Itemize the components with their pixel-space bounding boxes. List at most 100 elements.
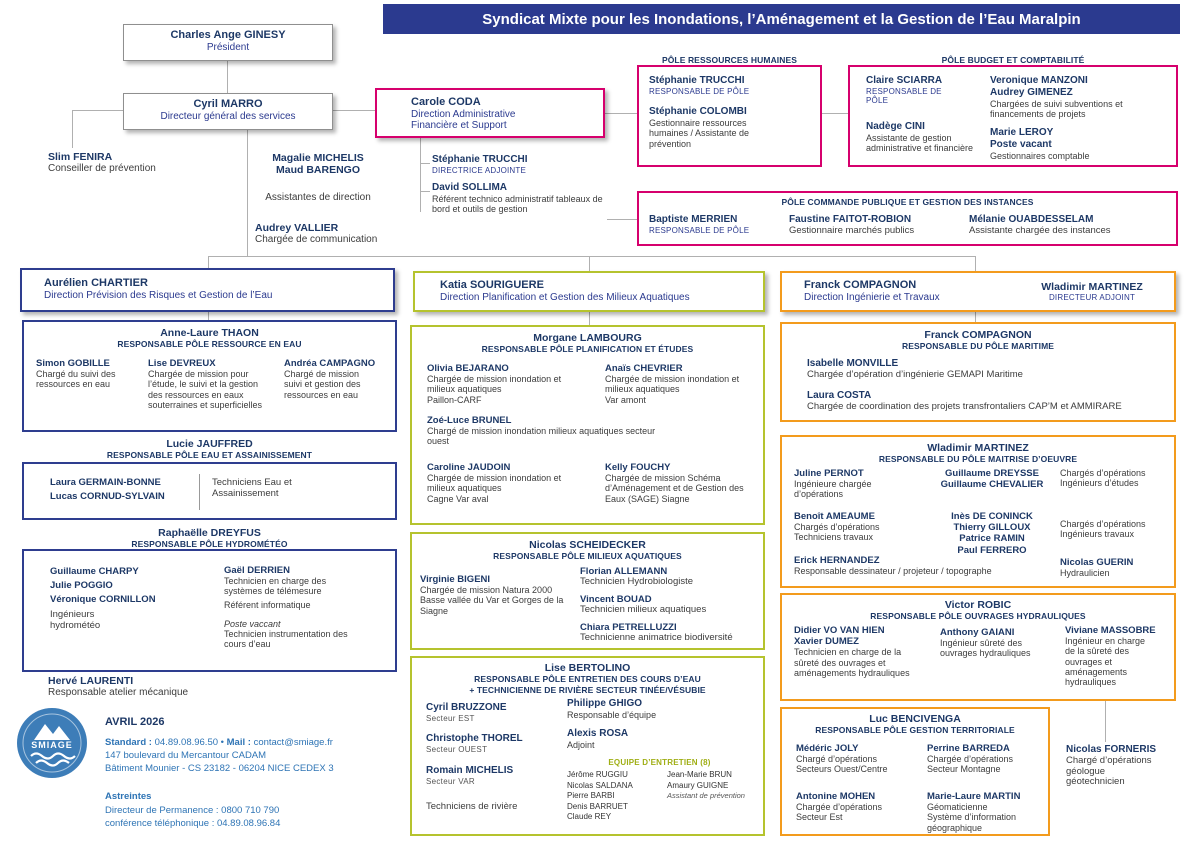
bouad: Vincent BOUAD Technicien milieux aquatiq… <box>580 594 760 616</box>
pole-jauffred-box: Laura GERMAIN-BONNE Lucas CORNUD-SYLVAIN… <box>22 462 397 520</box>
connector-line <box>333 110 375 111</box>
equipe-note: Assistant de prévention <box>667 791 745 800</box>
equipe-member: Jérôme RUGGIU <box>567 770 628 779</box>
president-box: Charles Ange GINESY Président <box>123 24 333 61</box>
chevrier-role: Chargée de mission inondation et milieux… <box>605 374 740 395</box>
smiage-logo: SMIAGE <box>16 707 88 779</box>
gimenez-name: Audrey GIMENEZ <box>990 86 1073 98</box>
poste-vacant: Poste vacant <box>990 138 1052 150</box>
joly: Médéric JOLY Chargé d’opérations Secteur… <box>796 743 921 775</box>
connector-line <box>1105 700 1106 742</box>
chevrier-name: Anaïs CHEVRIER <box>605 363 683 374</box>
moe-dreysse-group: Guillaume DREYSSE Guillaume CHEVALIER <box>917 468 1067 490</box>
mohen-name: Antonine MOHEN <box>796 791 876 802</box>
ameaume: Benoît AMEAUME Chargés d’opérations Tech… <box>794 511 912 543</box>
ameaume-role1: Chargés d’opérations <box>794 522 880 533</box>
gobille-name: Simon GOBILLE <box>36 358 110 369</box>
connector-line <box>975 312 976 322</box>
connector-line <box>975 256 976 271</box>
guerin-name: Nicolas GUERIN <box>1060 557 1134 568</box>
barreda: Perrine BARREDA Chargée d’opérations Sec… <box>927 743 1047 775</box>
brunel: Zoé-Luce BRUNEL Chargé de mission inonda… <box>427 415 687 447</box>
fenira-name: Slim FENIRA <box>48 151 113 163</box>
maritime-role: RESPONSABLE DU PÔLE MARITIME <box>901 341 1055 352</box>
trucchi-name: Stéphanie TRUCCHI <box>432 154 528 165</box>
thorel: Christophe THOREL Secteur OUEST <box>426 733 523 754</box>
barreda-role2: Secteur Montagne <box>927 764 1001 775</box>
campagno-name: Andréa CAMPAGNO <box>284 358 376 369</box>
guerin: Nicolas GUERIN Hydraulicien <box>1060 557 1170 578</box>
sollima: David SOLLIMA Référent technico administ… <box>432 182 617 214</box>
laurenti: Hervé LAURENTI Responsable atelier mécan… <box>48 675 188 699</box>
manzoni-name: Veronique MANZONI <box>990 75 1088 86</box>
chevrier-zone: Var amont <box>605 394 646 405</box>
jauffred-members: Laura GERMAIN-BONNE Lucas CORNUD-SYLVAIN <box>50 476 165 505</box>
bruzzone-secteur: Secteur EST <box>426 713 475 723</box>
budget-sciarra: Claire SCIARRA RESPONSABLE DE PÔLE <box>866 75 981 106</box>
equipe-member: Claude REY <box>567 812 612 821</box>
pole-thaon-box: Anne-Laure THAON RESPONSABLE PÔLE RESSOU… <box>22 320 397 432</box>
connector-line <box>420 163 430 164</box>
gobille-role: Chargé du suivi des ressources en eau <box>36 369 116 390</box>
joly-role2: Secteurs Ouest/Centre <box>796 764 888 775</box>
separator-dot: • <box>220 737 224 748</box>
pole-rh-title: PÔLE RESSOURCES HUMAINES <box>661 55 798 65</box>
scheidecker-role: RESPONSABLE PÔLE MILIEUX AQUATIQUES <box>493 551 682 562</box>
martinez-adj-name: Wladimir MARTINEZ <box>1041 281 1143 293</box>
dreysse-name: Guillaume DREYSSE <box>945 468 1039 479</box>
bigeni-role: Chargée de mission Natura 2000 Basse val… <box>420 585 564 616</box>
germain-bonne-name: Laura GERMAIN-BONNE <box>50 477 161 488</box>
chartier-role: Direction Prévision des Risques et Gesti… <box>44 289 273 301</box>
laurenti-name: Hervé LAURENTI <box>48 675 134 687</box>
connector-line <box>589 312 590 325</box>
assistante-name: Magalie MICHELIS <box>272 152 364 164</box>
lambourg-name: Morgane LAMBOURG <box>533 332 642 344</box>
thaon-role: RESPONSABLE PÔLE RESSOURCE EN EAU <box>117 339 302 350</box>
souriguere-role: Direction Planification et Gestion des M… <box>440 291 690 303</box>
cornud-sylvain-name: Lucas CORNUD-SYLVAIN <box>50 491 165 503</box>
spacer <box>649 96 810 106</box>
costa-role: Chargée de coordination des projets tran… <box>807 400 1122 412</box>
rosa-name: Alexis ROSA <box>567 728 629 739</box>
bejarano-role: Chargée de mission inondation et milieux… <box>427 374 562 395</box>
hydrometeo-role: Ingénieurs hydrométéo <box>50 609 101 632</box>
thorel-secteur: Secteur OUEST <box>426 744 488 754</box>
connector-line <box>72 110 73 148</box>
dreyfus-header: Raphaëlle DREYFUS RESPONSABLE PÔLE HYDRO… <box>22 527 397 550</box>
forneris: Nicolas FORNERIS Chargé d’opérations géo… <box>1066 744 1178 788</box>
thorel-name: Christophe THOREL <box>426 733 523 744</box>
pole-ouvrages-box: Victor ROBIC RESPONSABLE PÔLE OUVRAGES H… <box>780 593 1176 701</box>
president-role: Président <box>206 41 250 53</box>
compagnon-direction: Franck COMPAGNON Direction Ingénierie et… <box>804 279 940 303</box>
vallier-role: Chargée de communication <box>255 234 378 246</box>
equipe-col2: Jean-Marie BRUN Amaury GUIGNE Assistant … <box>667 770 762 802</box>
address-line2: Bâtiment Mounier - CS 23182 - 06204 NICE… <box>105 763 334 774</box>
contact-line-standard: Standard : 04.89.08.96.50 • Mail : conta… <box>105 736 395 749</box>
chart-date: AVRIL 2026 <box>105 716 165 728</box>
connector-line <box>208 256 209 268</box>
chevalier-name: Guillaume CHEVALIER <box>940 479 1044 491</box>
techniciens-riviere: Techniciens de rivière <box>426 801 518 812</box>
lambourg-header: Morgane LAMBOURG RESPONSABLE PÔLE PLANIF… <box>412 332 763 355</box>
equipe-member: Pierre BARBI <box>567 791 615 800</box>
hydrometeo-team: Guillaume CHARPY Julie POGGIO Véronique … <box>50 565 195 632</box>
commande-faitot: Faustine FAITOT-ROBION Gestionnaire marc… <box>789 214 949 237</box>
bruzzone-name: Cyril BRUZZONE <box>426 702 507 713</box>
bejarano-zone: Paillon-CARF <box>427 394 482 405</box>
monville-name: Isabelle MONVILLE <box>807 358 899 369</box>
sollima-name: David SOLLIMA <box>432 182 508 193</box>
allemann: Florian ALLEMANN Technicien Hydrobiologi… <box>580 566 760 588</box>
dgs-role: Directeur général des services <box>160 110 296 122</box>
smiage-logo-graphic <box>17 708 87 778</box>
chartier-name: Aurélien CHARTIER <box>44 277 148 289</box>
bertolino-role1: RESPONSABLE PÔLE ENTRETIEN DES COURS D’E… <box>474 674 701 685</box>
hernandez-role: Responsable dessinateur / projeteur / to… <box>794 566 992 577</box>
jaudoin-zone: Cagne Var aval <box>427 493 489 504</box>
org-title: Syndicat Mixte pour les Inondations, l’A… <box>482 10 1081 28</box>
bencivenga-header: Luc BENCIVENGA RESPONSABLE PÔLE GESTION … <box>782 713 1048 736</box>
campagno: Andréa CAMPAGNO Chargé de mission suivi … <box>284 358 389 400</box>
bouad-role: Technicien milieux aquatiques <box>580 604 707 616</box>
jaudoin-name: Caroline JAUDOIN <box>427 462 511 473</box>
fouchy-name: Kelly FOUCHY <box>605 462 671 473</box>
